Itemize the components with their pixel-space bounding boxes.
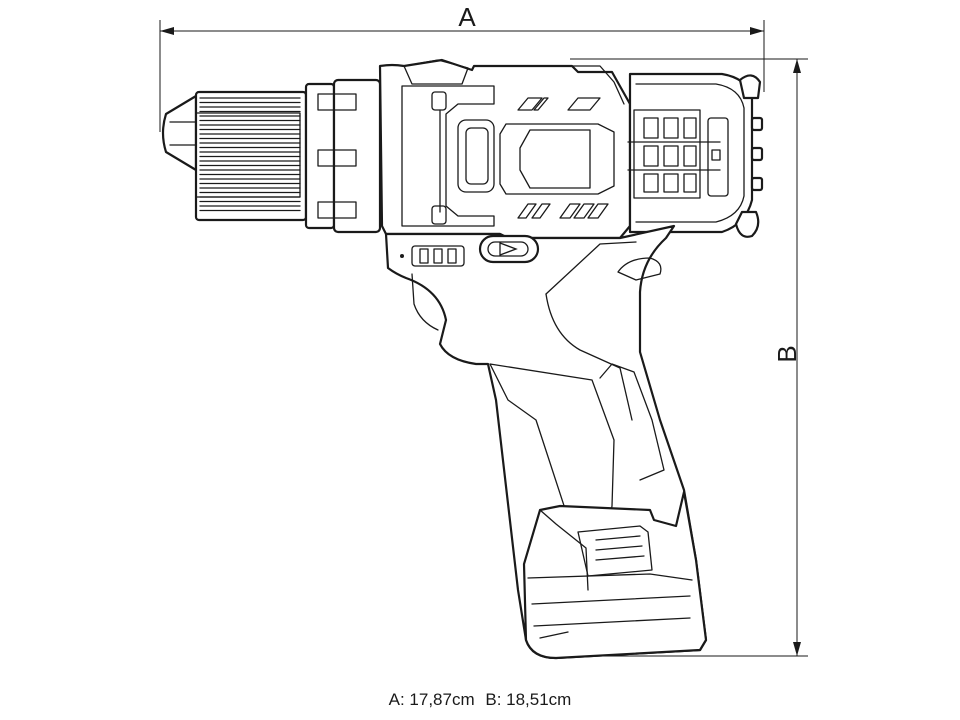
top-vents xyxy=(517,97,601,111)
dimension-b-label: B xyxy=(772,345,802,362)
dimension-b-bottom-arrow xyxy=(793,642,801,656)
dimension-b-value: B: 18,51cm xyxy=(485,690,572,709)
dimension-b: B xyxy=(540,58,808,657)
rear-cap xyxy=(628,72,754,234)
top-ridge xyxy=(403,59,469,85)
dimension-a-right-arrow xyxy=(750,27,764,35)
dimension-a-left-arrow xyxy=(160,27,174,35)
bottom-vents xyxy=(517,203,609,219)
battery-indicator xyxy=(400,245,465,267)
side-button xyxy=(457,119,495,193)
chuck-tip xyxy=(161,94,198,172)
trigger xyxy=(617,257,662,281)
top-hook xyxy=(738,74,762,100)
dimension-a-value: A: 17,87cm xyxy=(388,690,475,709)
center-panel xyxy=(499,123,615,195)
dimension-a: A xyxy=(159,2,765,132)
direction-switch xyxy=(478,234,540,264)
dimension-b-top-arrow xyxy=(793,59,801,73)
bottom-hook xyxy=(734,210,760,238)
dimensions-caption: A: 17,87cm B: 18,51cm xyxy=(0,690,960,710)
direction-arrow-icon xyxy=(499,242,518,256)
drill xyxy=(161,58,764,660)
dimension-a-label: A xyxy=(458,2,476,32)
chuck-sleeve xyxy=(194,90,308,222)
battery-release-button xyxy=(577,525,653,577)
clutch-ring xyxy=(304,78,382,234)
side-panel xyxy=(401,85,495,227)
rear-vent-grille xyxy=(627,109,721,199)
